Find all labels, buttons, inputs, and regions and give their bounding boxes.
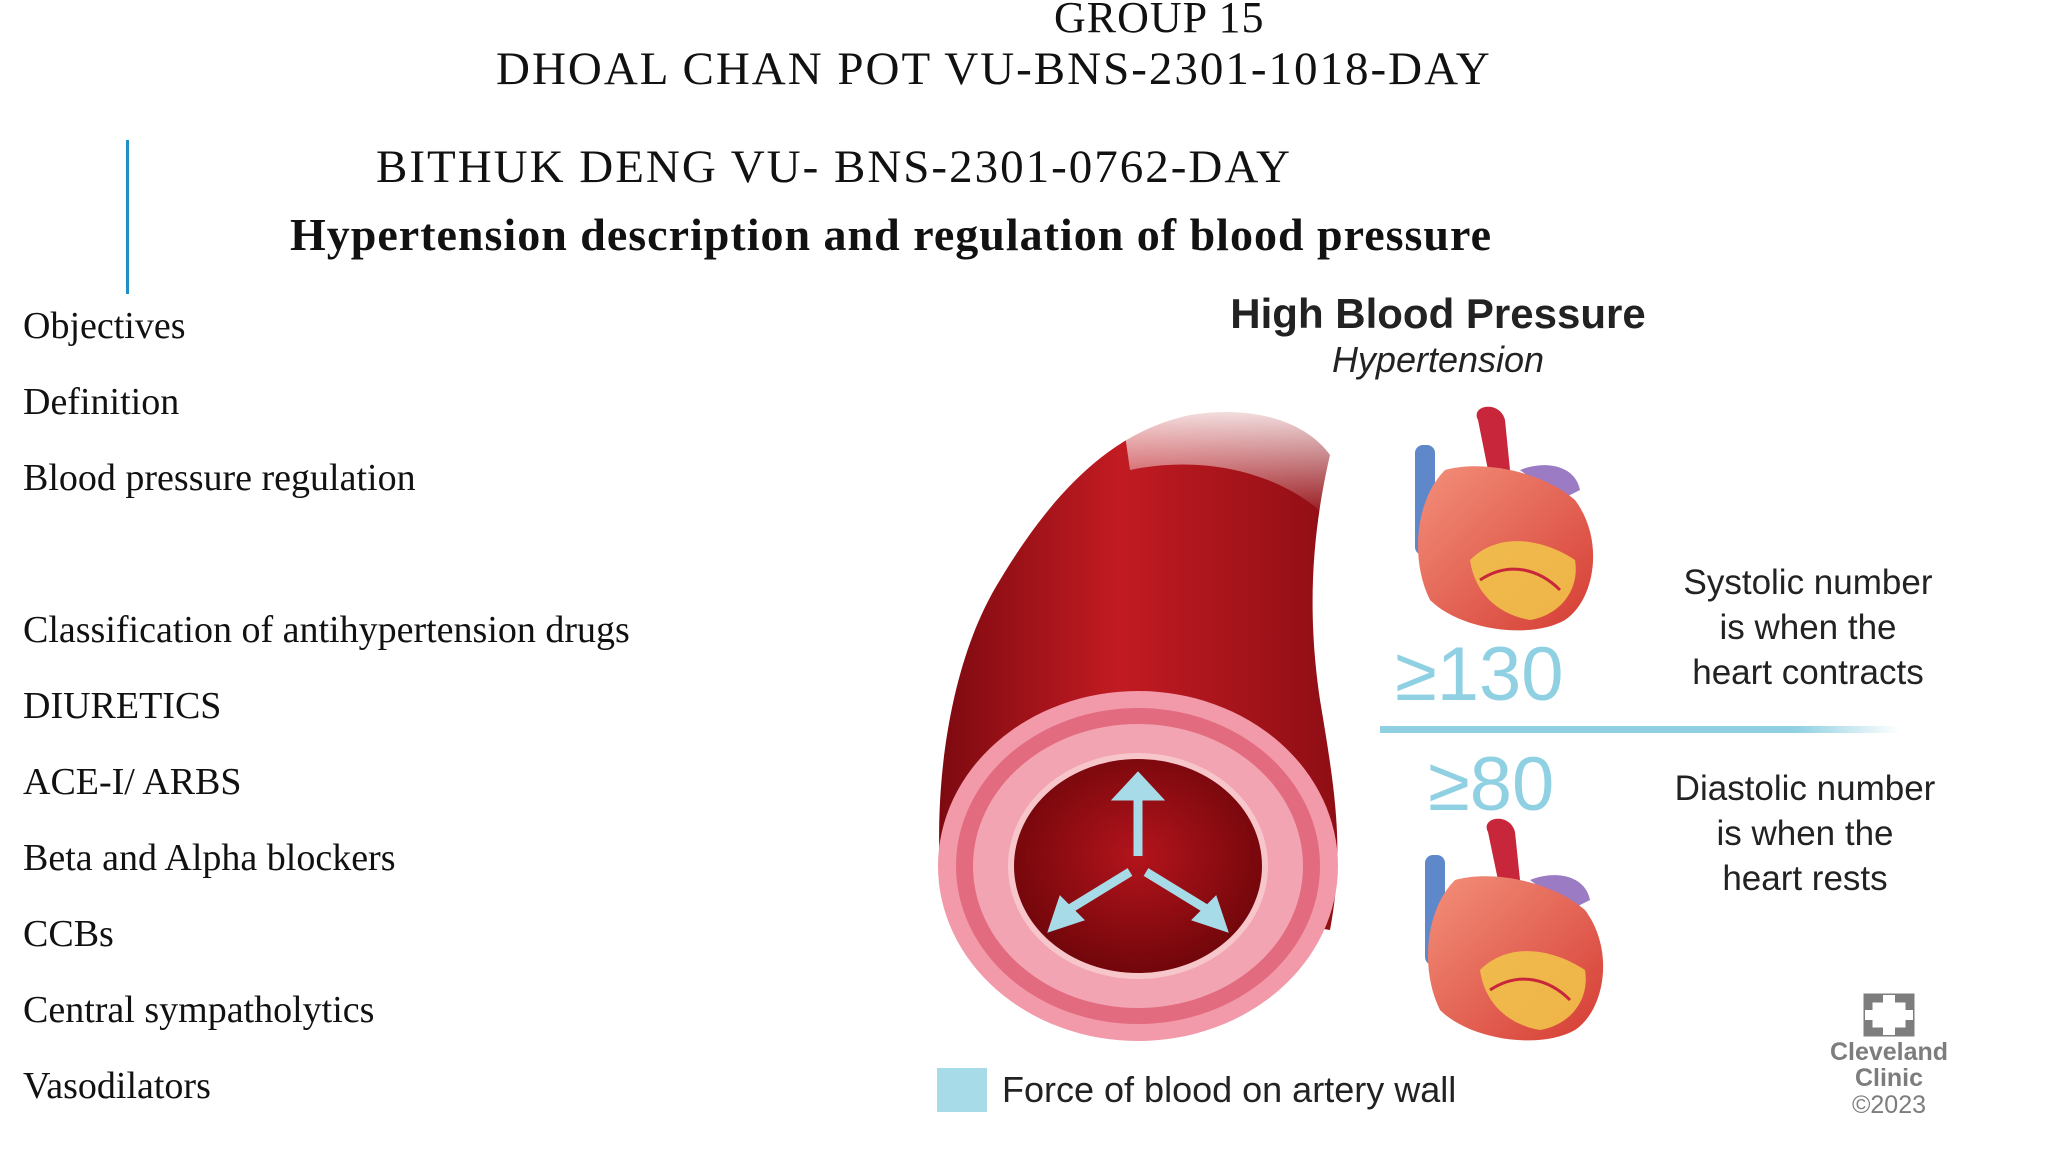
legend-label: Force of blood on artery wall (1002, 1069, 1456, 1110)
topic-item: CCBs (23, 913, 114, 955)
slide-title: Hypertension description and regulation … (290, 209, 1493, 260)
infographic-title: High Blood Pressure (1230, 290, 1645, 337)
systolic-threshold: ≥130 (1395, 632, 1564, 717)
brand-logo-icon (1863, 993, 1915, 1037)
topic-item: Vasodilators (23, 1065, 211, 1107)
brand-name-line-2: Clinic (1855, 1064, 1923, 1092)
topic-spacer (23, 516, 630, 592)
heart-resting-icon (1425, 818, 1604, 1041)
systolic-diastolic-divider (1380, 726, 1900, 733)
diastolic-label-line-1: Diastolic number (1675, 769, 1936, 808)
artery-illustration (938, 393, 1340, 1041)
diastolic-threshold: ≥80 (1428, 742, 1554, 827)
systolic-label-line-2: is when the (1719, 608, 1896, 647)
topic-item: Blood pressure regulation (23, 457, 416, 499)
brand-copyright: ©2023 (1852, 1091, 1926, 1119)
brand-name-line-1: Cleveland (1830, 1038, 1948, 1066)
topic-item: Beta and Alpha blockers (23, 837, 396, 879)
heart-contracting-icon (1415, 406, 1594, 631)
accent-divider (126, 140, 129, 294)
topic-item: ACE-I/ ARBS (23, 761, 242, 803)
topic-item: Objectives (23, 305, 186, 347)
topic-list: Objectives Definition Blood pressure reg… (23, 288, 630, 1124)
topic-item: Classification of antihypertension drugs (23, 609, 630, 651)
member-2-line: BITHUK DENG VU- BNS-2301-0762-DAY (376, 141, 1292, 193)
member-1-line: DHOAL CHAN POT VU-BNS-2301-1018-DAY (496, 43, 1492, 95)
blood-pressure-infographic: High Blood Pressure Hypertension Systoli… (937, 290, 1948, 1119)
legend-swatch (937, 1068, 987, 1112)
topic-item: Definition (23, 381, 180, 423)
systolic-label-line-1: Systolic number (1684, 563, 1933, 602)
diastolic-label-line-3: heart rests (1722, 859, 1887, 898)
infographic-subtitle: Hypertension (1332, 339, 1544, 380)
topic-item: Central sympatholytics (23, 989, 375, 1031)
systolic-label-line-3: heart contracts (1692, 653, 1924, 692)
group-heading: GROUP 15 (1054, 0, 1265, 42)
topic-item: DIURETICS (23, 685, 222, 727)
diastolic-label-line-2: is when the (1716, 814, 1893, 853)
force-arrows (1047, 771, 1229, 933)
